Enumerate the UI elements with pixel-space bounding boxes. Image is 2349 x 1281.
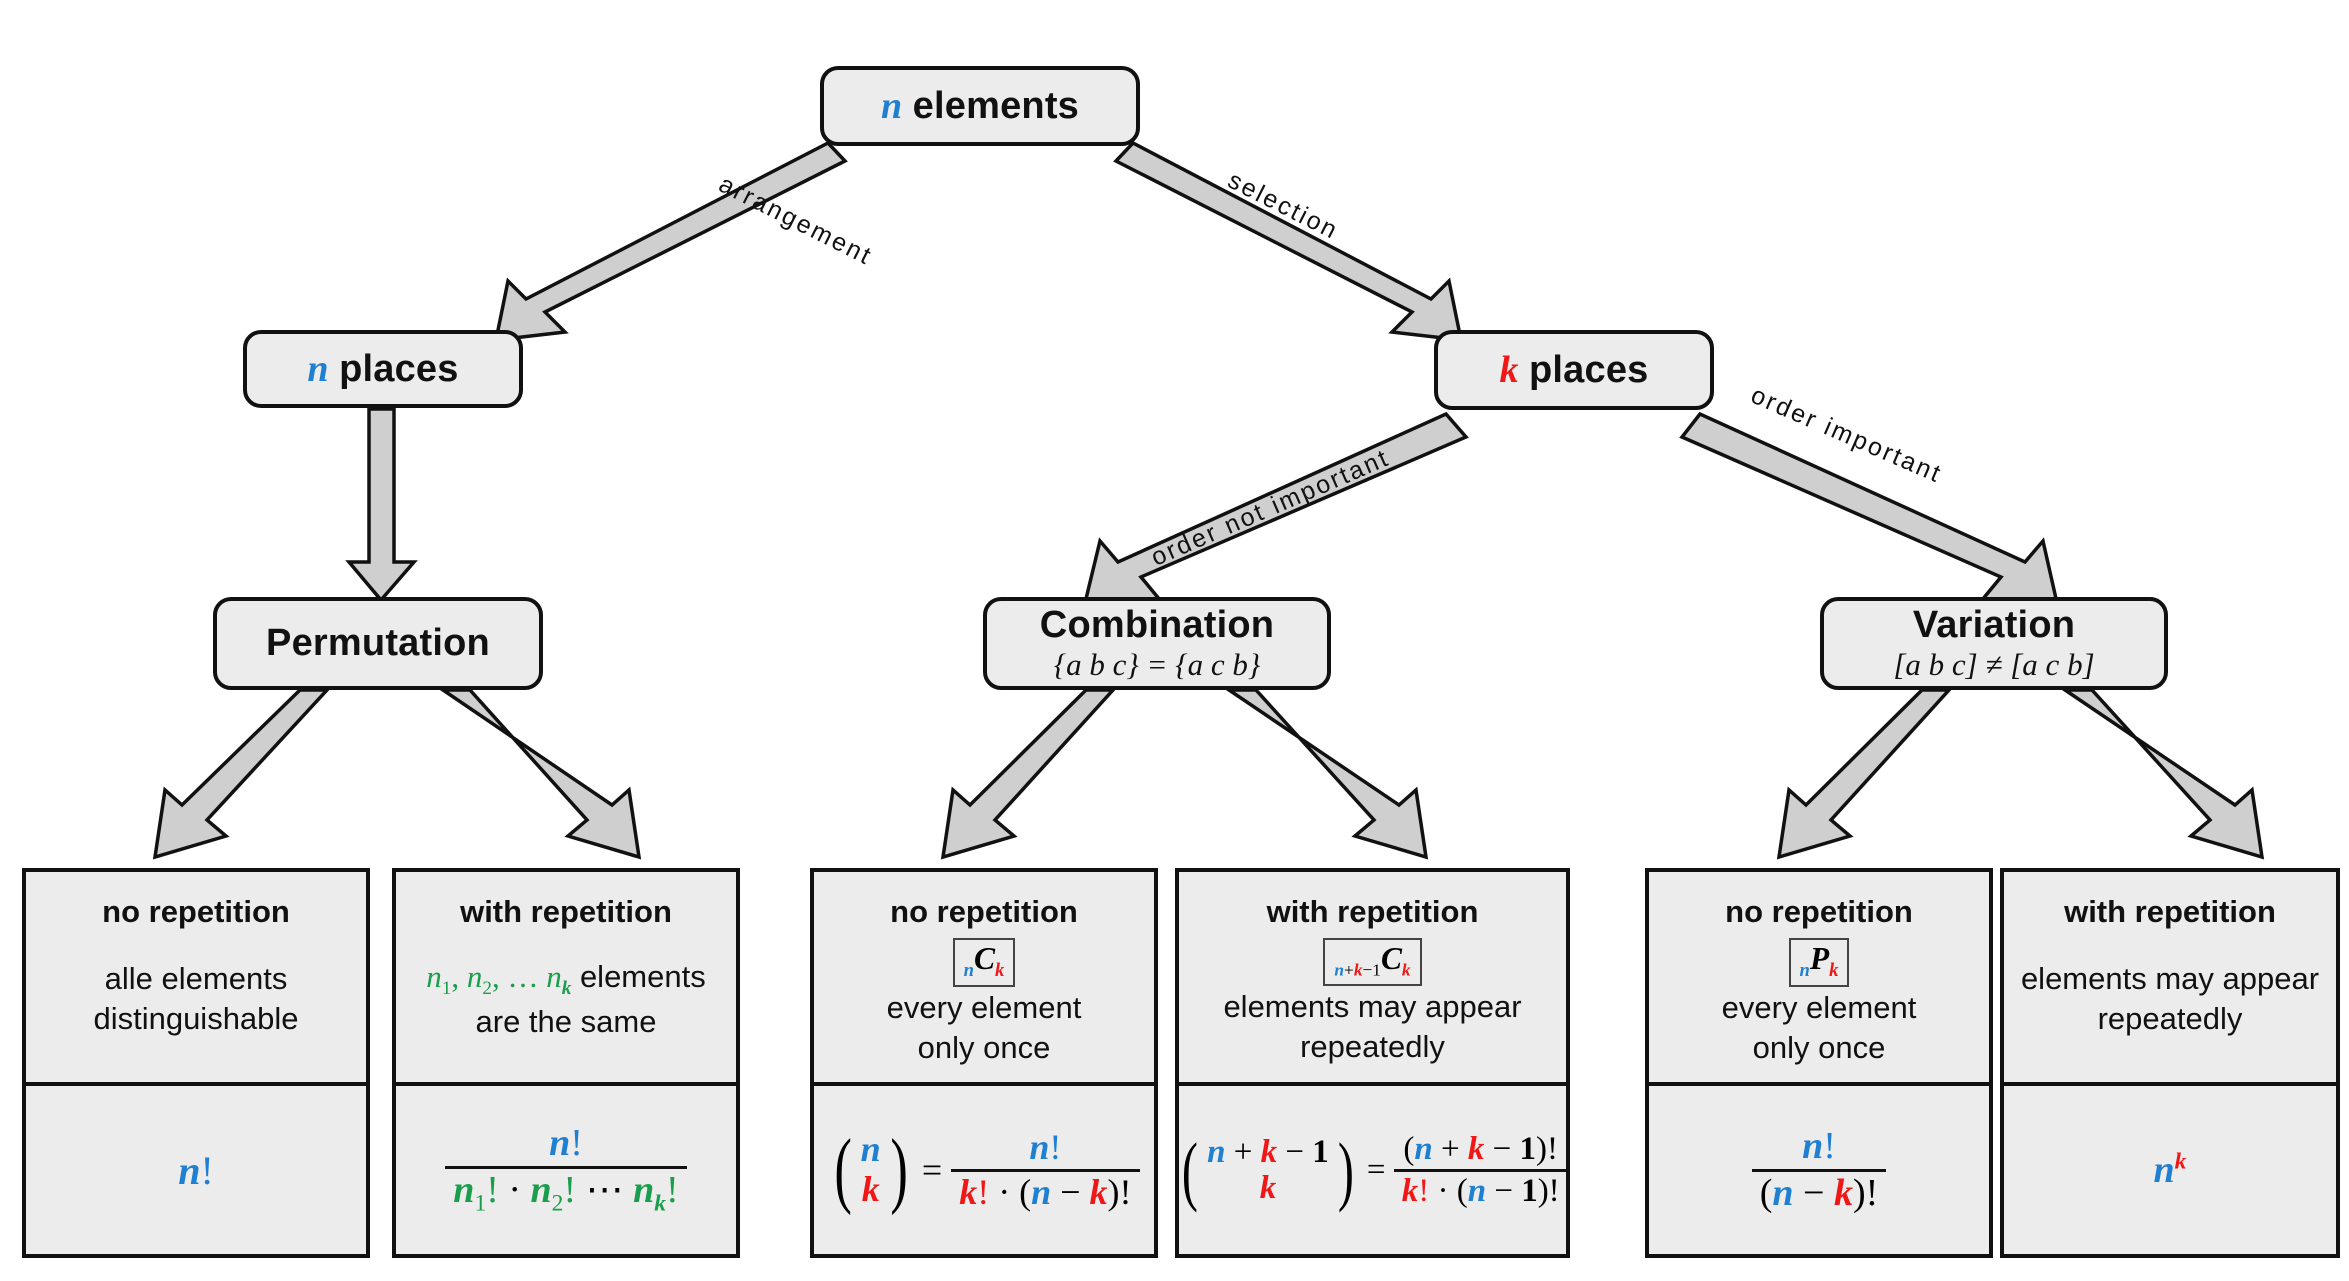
card-title: with repetition bbox=[1266, 894, 1479, 929]
card-header: no repetition bbox=[26, 872, 366, 930]
card-divider bbox=[1179, 1082, 1566, 1086]
arrow-n-places-to-permutation bbox=[345, 407, 418, 603]
arrow-permutation-to-with-rep bbox=[437, 688, 642, 860]
card-header: no repetition nCk bbox=[814, 872, 1154, 987]
arrow-combination-to-with-rep bbox=[1223, 688, 1429, 860]
card-header: with repetition bbox=[396, 872, 736, 930]
card-symbol: n+k−1Ck bbox=[1179, 938, 1566, 986]
card-combination-with-repetition[interactable]: with repetition n+k−1Ck elements may app… bbox=[1175, 868, 1570, 1258]
card-symbol: nPk bbox=[1649, 938, 1989, 987]
node-combination[interactable]: Combination {a b c} = {a c b} bbox=[983, 597, 1331, 690]
arrow-variation-to-with-rep bbox=[2059, 688, 2265, 860]
card-divider bbox=[814, 1082, 1154, 1086]
card-symbol: nCk bbox=[814, 938, 1154, 987]
card-divider bbox=[2004, 1082, 2336, 1086]
arrow-variation-to-no-rep bbox=[1776, 688, 1953, 860]
card-formula: n! bbox=[178, 1147, 214, 1193]
card-title: no repetition bbox=[890, 894, 1078, 929]
k-places-symbol: k bbox=[1499, 349, 1519, 391]
root-label: elements bbox=[912, 85, 1080, 127]
card-divider bbox=[26, 1082, 366, 1086]
card-title: with repetition bbox=[460, 894, 672, 929]
node-n-places[interactable]: n places bbox=[243, 330, 523, 408]
variation-subtitle: [a b c] ≠ [a c b] bbox=[1893, 646, 2095, 682]
node-k-places[interactable]: k places bbox=[1434, 330, 1714, 410]
node-n-elements[interactable]: n elements bbox=[820, 66, 1140, 146]
node-permutation[interactable]: Permutation bbox=[213, 597, 543, 690]
combination-subtitle: {a b c} = {a c b} bbox=[1053, 646, 1261, 682]
card-header: with repetition bbox=[2004, 872, 2336, 930]
arrow-root-to-n-places bbox=[493, 140, 848, 343]
permutation-title: Permutation bbox=[266, 622, 490, 664]
card-divider bbox=[396, 1082, 736, 1086]
arrow-root-to-k-places bbox=[1113, 140, 1464, 343]
k-places-label: places bbox=[1529, 349, 1649, 391]
arrow-permutation-to-no-rep bbox=[152, 688, 331, 860]
card-header: with repetition n+k−1Ck bbox=[1179, 872, 1566, 986]
card-formula: n! n1! · n2! ⋯ nk! bbox=[396, 1086, 736, 1254]
combination-title: Combination bbox=[1039, 604, 1275, 647]
card-title: with repetition bbox=[2064, 894, 2276, 929]
card-header: no repetition nPk bbox=[1649, 872, 1989, 987]
n-places-label: places bbox=[339, 348, 459, 390]
node-variation[interactable]: Variation [a b c] ≠ [a c b] bbox=[1820, 597, 2168, 690]
n-places-symbol: n bbox=[307, 348, 329, 390]
arrow-combination-to-no-rep bbox=[940, 688, 1117, 860]
card-title: no repetition bbox=[102, 894, 290, 929]
card-divider bbox=[1649, 1082, 1989, 1086]
card-formula: nk bbox=[2153, 1148, 2187, 1191]
card-title: no repetition bbox=[1725, 894, 1913, 929]
variation-title: Variation bbox=[1912, 604, 2076, 647]
card-formula: n! (n − k)! bbox=[1649, 1086, 1989, 1254]
root-symbol: n bbox=[880, 85, 903, 127]
